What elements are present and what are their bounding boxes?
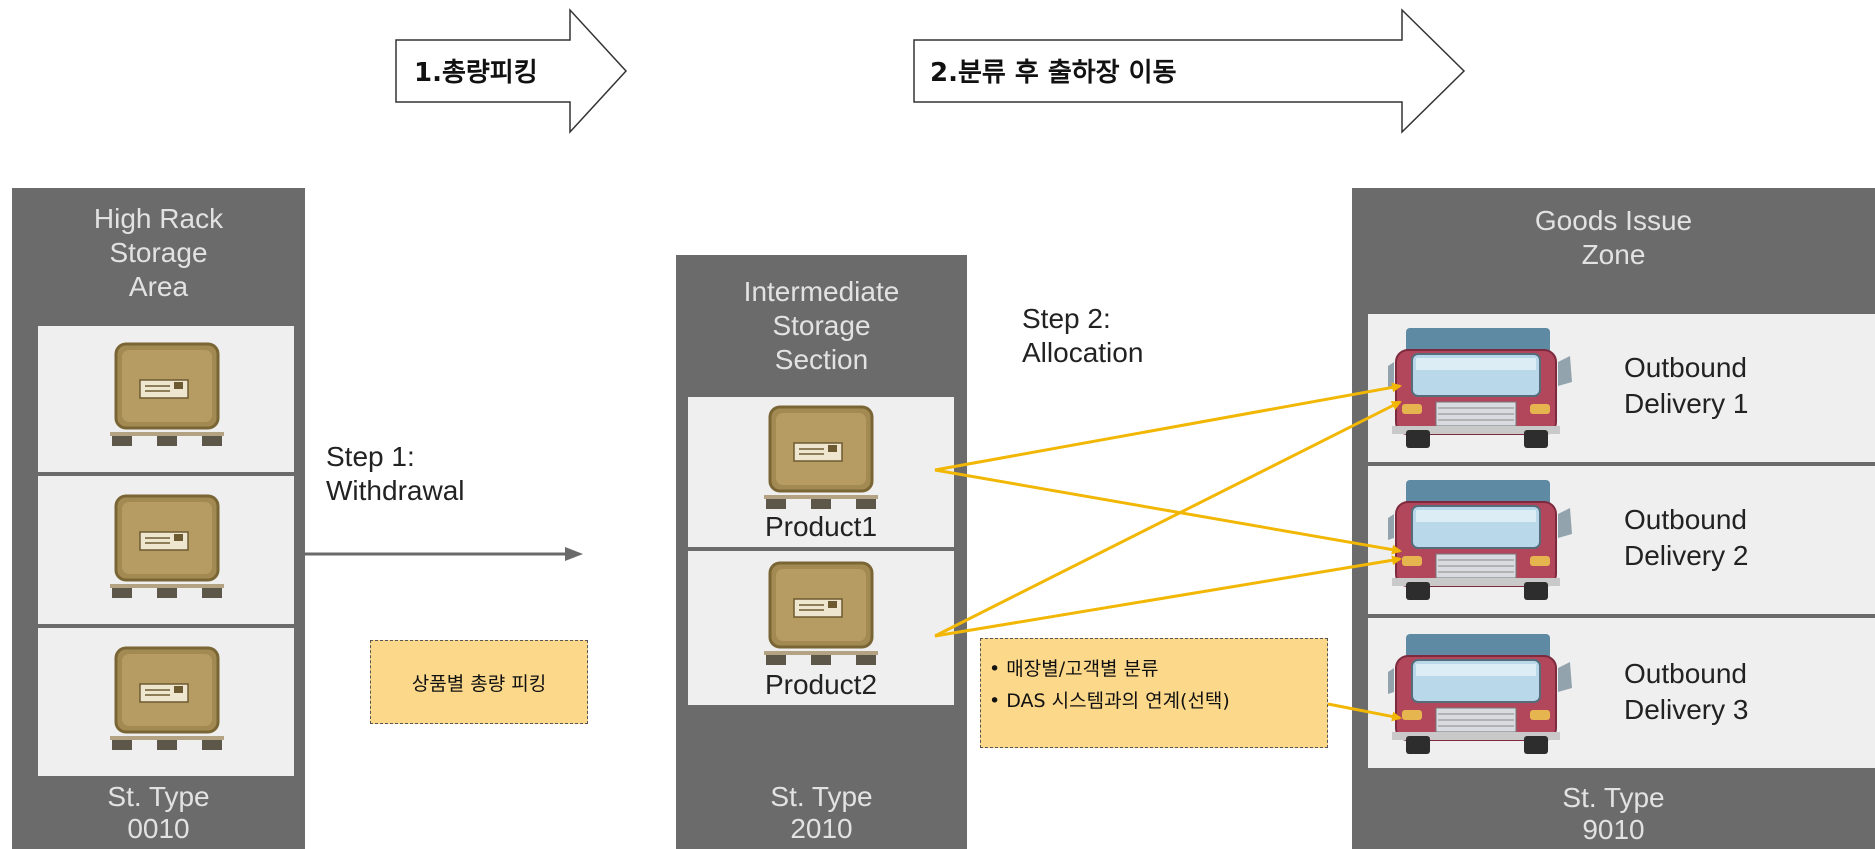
process-step-1-label: 1.총량피킹 [414, 58, 538, 88]
delivery-2-label: Outbound Delivery 2 [1624, 504, 1749, 571]
allocation-arrow [934, 400, 1402, 638]
sorting-note-item-1: • 매장별/고객별 분류 [989, 658, 1159, 680]
step-2-label: Step 2: Allocation [1022, 303, 1144, 368]
product-2-label: Product2 [764, 669, 878, 700]
delivery-slot-3: Outbound Delivery 3 [1368, 618, 1875, 768]
storage-bin-2 [38, 476, 294, 624]
truck-icon [1388, 328, 1572, 448]
sorting-note-item-2: • DAS 시스템과의 연계(선택) [989, 690, 1230, 712]
allocation-arrow [934, 382, 1402, 472]
product-1-label: Product1 [764, 511, 878, 542]
process-step-2-label: 2.분류 후 출하장 이동 [930, 58, 1177, 88]
bullet-icon: • [989, 658, 1007, 680]
truck-icon [1388, 634, 1572, 754]
high-rack-storage-type: St. Type 0010 [107, 781, 210, 844]
storage-bin-1 [38, 326, 294, 472]
goods-issue-storage-type: St. Type 9010 [1562, 782, 1665, 845]
product-slot-1: Product1 [688, 397, 954, 547]
goods-issue-column: Goods Issue Zone Outbound Delivery 1 [1352, 188, 1875, 849]
step-1-label: Step 1: Withdrawal [326, 441, 465, 506]
storage-bin-3 [38, 628, 294, 776]
high-rack-storage-title: High Rack Storage Area [93, 203, 224, 302]
withdrawal-arrow [305, 547, 583, 561]
process-step-2-arrow [912, 8, 1466, 134]
picking-note-text: 상품별 총량 피킹 [411, 672, 547, 695]
package-icon [764, 405, 878, 509]
delivery-slot-2: Outbound Delivery 2 [1368, 466, 1875, 614]
intermediate-storage-title: Intermediate Storage Section [743, 276, 900, 375]
high-rack-storage-column: High Rack Storage Area [12, 188, 305, 849]
truck-icon [1388, 480, 1572, 600]
delivery-3-label: Outbound Delivery 3 [1624, 658, 1749, 725]
sorting-note: • 매장별/고객별 분류 • DAS 시스템과의 연계(선택) [980, 638, 1328, 748]
allocation-arrow [934, 468, 1402, 555]
intermediate-storage-column: Intermediate Storage Section Product1 [676, 255, 967, 849]
package-icon [110, 646, 224, 750]
intermediate-storage-type: St. Type 2010 [770, 781, 873, 844]
goods-issue-title: Goods Issue Zone [1534, 205, 1693, 270]
bullet-icon: • [989, 690, 1007, 712]
allocation-arrow [934, 555, 1402, 638]
product-slot-2: Product2 [688, 551, 954, 705]
delivery-slot-1: Outbound Delivery 1 [1368, 314, 1875, 462]
package-icon [764, 561, 878, 665]
package-icon [110, 342, 224, 446]
process-step-1-arrow [394, 8, 628, 134]
package-icon [110, 494, 224, 598]
delivery-1-label: Outbound Delivery 1 [1624, 352, 1749, 419]
picking-note: 상품별 총량 피킹 [370, 640, 588, 724]
